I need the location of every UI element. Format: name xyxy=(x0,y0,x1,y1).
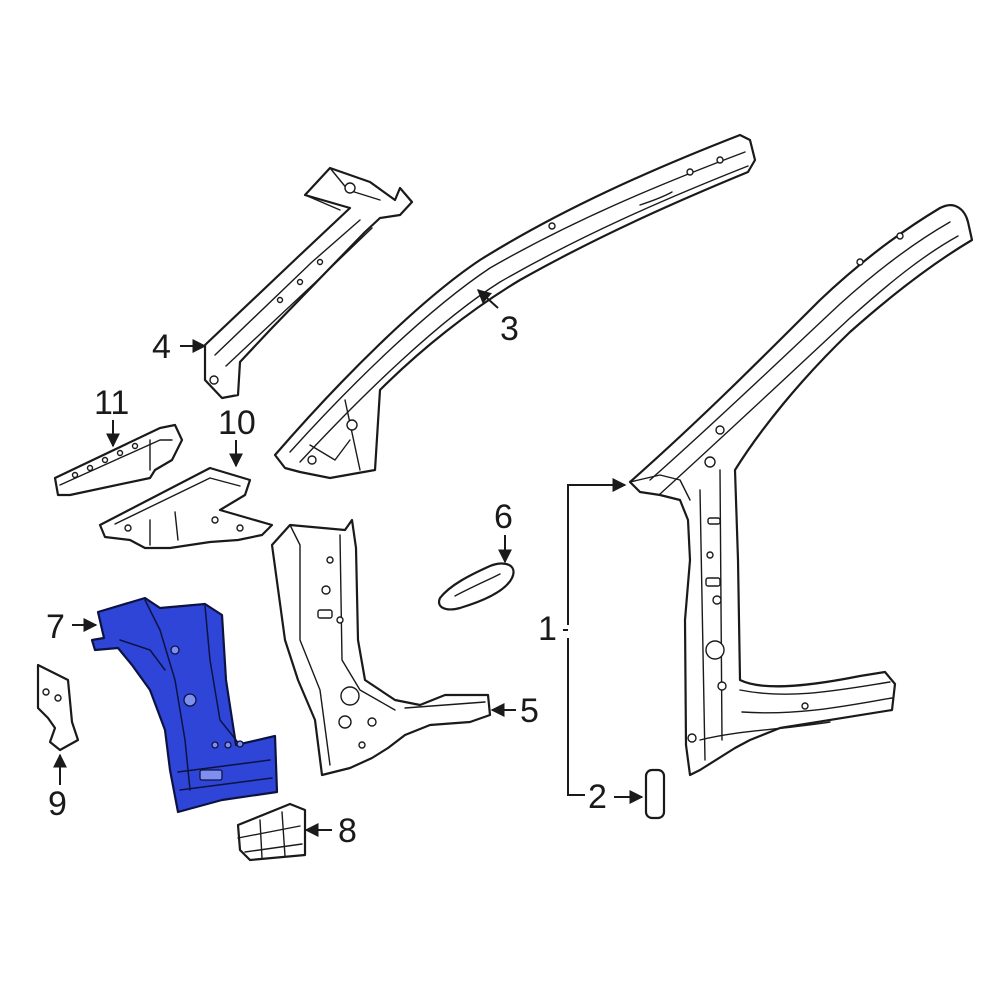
part-1-pillar-assembly[interactable] xyxy=(628,204,974,777)
callout-2: 2 xyxy=(588,778,607,816)
callout-9: 9 xyxy=(48,785,67,823)
part-6-plate[interactable] xyxy=(437,562,515,611)
callout-8: 8 xyxy=(338,812,357,850)
callout-1: 1 xyxy=(538,610,557,648)
callout-7: 7 xyxy=(46,608,65,646)
callout-5: 5 xyxy=(520,692,539,730)
callout-10: 10 xyxy=(218,404,256,442)
leader-1-lower xyxy=(567,638,585,796)
callout-11: 11 xyxy=(94,384,129,422)
leader-3 xyxy=(476,289,499,309)
leader-1 xyxy=(567,478,627,625)
part-2-pad[interactable] xyxy=(644,768,666,820)
part-4-inner-rail[interactable] xyxy=(203,166,414,400)
part-11-bracket[interactable] xyxy=(53,423,184,497)
part-5-pillar-reinforcement[interactable] xyxy=(270,518,492,777)
part-10-bracket[interactable] xyxy=(98,466,274,550)
part-3-roof-rail[interactable] xyxy=(273,133,757,480)
part-9-bracket[interactable] xyxy=(36,663,80,752)
part-8-block[interactable] xyxy=(236,802,307,862)
callout-4: 4 xyxy=(152,328,171,366)
part-7-highlighted-pillar-lower[interactable] xyxy=(90,596,279,814)
callout-6: 6 xyxy=(494,498,513,536)
callout-3: 3 xyxy=(500,310,519,348)
